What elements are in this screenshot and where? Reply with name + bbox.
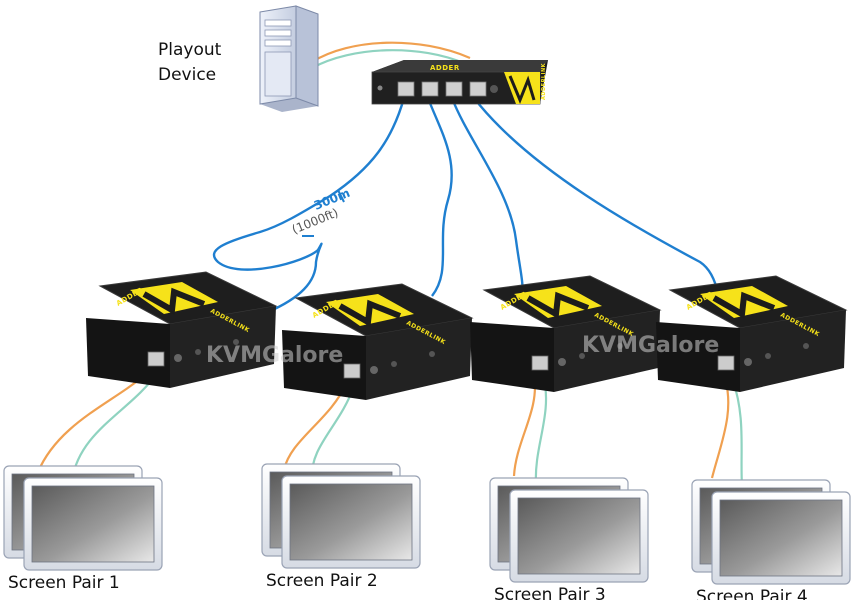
- monitor-icon: [509, 489, 649, 583]
- pc-to-hub-cable-green: [311, 49, 467, 69]
- pc-tower-icon: [259, 5, 319, 112]
- hub-brand-side: ADDERLINK: [541, 62, 547, 100]
- monitor-icon: [281, 475, 421, 569]
- distance-feet: (1000ft): [290, 206, 340, 237]
- cables: [36, 41, 744, 487]
- screen-pair-label: Screen Pair 3: [494, 585, 606, 600]
- adderlink-transmitter-icon: ADDER ADDERLINK: [371, 60, 548, 105]
- distance-tick-top: [337, 189, 345, 203]
- screen-pairs: Screen Pair 1 Screen Pair 2 Screen Pair 3 S…: [3, 463, 851, 600]
- vga-cable-pair-3-green: [534, 377, 548, 485]
- hub-port-row: [377, 81, 498, 97]
- screen-pair-label: Screen Pair 4: [696, 587, 808, 600]
- screen-pair-1: Screen Pair 1: [3, 465, 163, 593]
- vga-cable-pair-4-green: [730, 377, 744, 487]
- screen-pair-4: Screen Pair 4: [691, 479, 851, 600]
- cat5-cable-receiver-4: [473, 97, 720, 295]
- hub-brand: ADDER: [430, 64, 460, 72]
- pc-to-hub-cable-orange: [311, 41, 471, 63]
- screen-pair-2: Screen Pair 2: [261, 463, 421, 591]
- screen-pair-label: Screen Pair 2: [266, 571, 378, 591]
- cat5-cable-receiver-1: [212, 97, 406, 314]
- vga-cable-pair-1-orange: [36, 369, 151, 473]
- monitor-icon: [23, 477, 163, 571]
- screen-pair-3: Screen Pair 3: [489, 477, 649, 600]
- vga-cable-pair-3-orange: [512, 375, 537, 477]
- vga-cable-pair-1-green: [70, 371, 159, 481]
- monitor-icon: [711, 491, 851, 585]
- watermark-left: KVMGalore: [206, 343, 343, 368]
- watermark-right: KVMGalore: [582, 333, 719, 358]
- screen-pair-label: Screen Pair 1: [8, 573, 120, 593]
- cat5-cable-receiver-2: [426, 97, 453, 297]
- source-label: Playout Device: [158, 40, 227, 85]
- cat5-cable-receiver-3: [450, 97, 524, 297]
- vga-cable-pair-4-orange: [710, 375, 730, 479]
